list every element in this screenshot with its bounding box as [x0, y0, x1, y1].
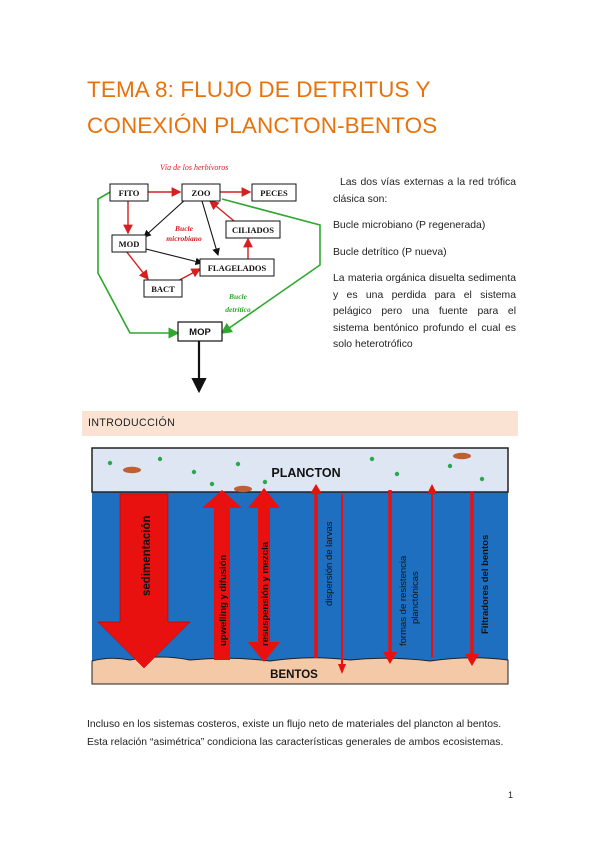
node-mop-label: MOP: [189, 327, 211, 338]
plankton-label: PLANCTON: [271, 466, 340, 480]
node-bact-label: BACT: [151, 284, 175, 294]
arrow-zoo-mod: [143, 198, 187, 238]
microbial-loop-label-1: Bucle: [174, 224, 194, 233]
node-mod: MOD: [111, 234, 147, 253]
filter-feeders-label: Filtradores del bentos: [480, 535, 491, 634]
page-number: 1: [508, 790, 514, 800]
microbial-loop-label-2: microbiano: [166, 234, 202, 243]
arrow-mod-flagelados: [145, 248, 204, 266]
side-text: Las dos vías externas a la red trófica c…: [333, 175, 516, 354]
arrow-mod-bact: [125, 250, 149, 281]
side-paragraph-4: La materia orgánica disuelta sedimenta y…: [333, 273, 516, 350]
title-line-1: TEMA 8: FLUJO DE DETRITUS Y: [87, 77, 431, 102]
node-bact: BACT: [143, 279, 183, 298]
node-flagelados-label: FLAGELADOS: [208, 263, 267, 273]
node-fito-label: FITO: [119, 188, 140, 198]
side-paragraph-1: Las dos vías externas a la red trófica c…: [333, 177, 516, 205]
side-paragraph-2: Bucle microbiano (P regenerada): [333, 220, 486, 231]
resistance-forms-label-2: planctónicas: [410, 571, 421, 624]
node-peces: PECES: [251, 183, 297, 202]
resuspension-label: resuspensión y mezcla: [260, 541, 271, 646]
side-paragraph-3: Bucle detrítico (P nueva): [333, 246, 447, 258]
filter-feeders-arrows: [465, 492, 479, 666]
node-fito: FITO: [109, 183, 149, 202]
node-mop: MOP: [177, 321, 223, 342]
resuspension-arrow: [248, 488, 280, 662]
resistance-forms-arrows: [383, 484, 437, 664]
section-heading-bar: INTRODUCCIÓN: [82, 411, 518, 436]
sediment-layer: [91, 656, 509, 685]
plankton-layer: [91, 447, 509, 493]
section-heading: INTRODUCCIÓN: [88, 417, 176, 429]
node-mod-label: MOD: [119, 239, 140, 249]
node-flagelados: FLAGELADOS: [199, 258, 275, 277]
detrital-loop-label-1: Bucle: [228, 292, 248, 301]
arrow-ciliados-zoo: [208, 200, 235, 222]
sedimentation-label: sedimentación: [141, 515, 153, 596]
node-zoo: ZOO: [181, 183, 221, 202]
detrital-loop-left: [97, 190, 180, 339]
food-web-diagram: Vía de los herbívoros FITO ZOO PECES MOD…: [97, 163, 321, 394]
body-paragraph: Incluso en los sistemas costeros, existe…: [87, 719, 504, 748]
node-peces-label: PECES: [260, 188, 288, 198]
detrital-loop-right: [220, 198, 321, 334]
node-zoo-label: ZOO: [192, 188, 211, 198]
larval-dispersal-arrows: [310, 484, 346, 674]
upwelling-arrow: [202, 490, 242, 660]
larval-dispersal-label: dispersión de larvas: [324, 521, 335, 606]
plankton-particles: [107, 452, 485, 493]
bentos-label: BENTOS: [270, 669, 318, 681]
herbivore-path-label: Vía de los herbívoros: [160, 163, 228, 172]
plankton-benthos-diagram: PLANCTON sedimentación upwelling y difus…: [91, 447, 509, 685]
title-line-2: CONEXIÓN PLANCTON-BENTOS: [87, 113, 438, 138]
node-ciliados-label: CILIADOS: [232, 225, 274, 235]
node-ciliados: CILIADOS: [225, 220, 281, 239]
page-title: TEMA 8: FLUJO DE DETRITUS Y CONEXIÓN PLA…: [87, 72, 527, 144]
arrow-zoo-flagelados: [201, 200, 220, 257]
detrital-loop-label-2: detrítico: [225, 305, 251, 314]
upwelling-label: upwelling y difusión: [218, 555, 229, 647]
resistance-forms-label-1: formas de resistencia: [398, 555, 409, 646]
sedimentation-arrow: [97, 493, 191, 669]
